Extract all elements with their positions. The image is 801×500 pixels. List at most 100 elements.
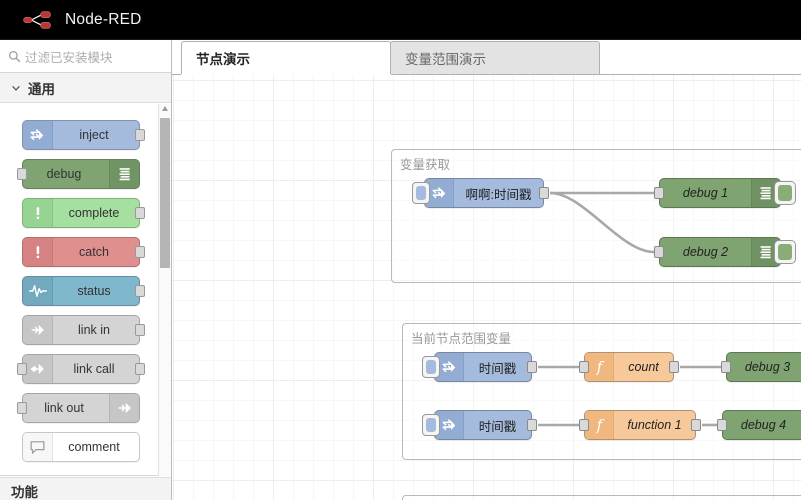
flow-node-inject3[interactable]: 时间戳	[422, 410, 537, 440]
node-output-port[interactable]	[539, 187, 549, 199]
node-output-port[interactable]	[527, 419, 537, 431]
node-output-port[interactable]	[691, 419, 701, 431]
flow-node-label: debug 4	[740, 418, 787, 432]
palette-node-label: link in	[78, 323, 110, 337]
flow-node-debug4[interactable]: debug 4	[717, 410, 801, 440]
flow-node-label: debug 2	[682, 245, 729, 259]
scroll-up-arrow-icon[interactable]	[162, 106, 168, 111]
inject-trigger-button[interactable]	[412, 182, 430, 204]
debug-enable-button[interactable]	[774, 181, 796, 205]
palette-node-label: status	[77, 284, 111, 298]
palette-node-label: inject	[79, 128, 109, 142]
flow-node-func1[interactable]: f function 1	[579, 410, 701, 440]
palette-category-label: 通用	[28, 81, 55, 97]
flow-group-label: 变量获取	[400, 158, 451, 172]
palette-node-catch[interactable]: catch	[22, 237, 145, 267]
palette-sidebar: 过滤已安装模块 通用 inject debug complete catch statu…	[0, 40, 172, 500]
function-f-icon: f	[585, 411, 614, 439]
flow-tab-0[interactable]: 节点演示	[181, 41, 391, 74]
node-red-logo-icon	[23, 10, 51, 29]
chevron-down-icon	[12, 85, 20, 91]
node-output-port[interactable]	[135, 129, 145, 141]
flow-node-label: debug 3	[744, 360, 791, 374]
node-output-port[interactable]	[135, 246, 145, 258]
palette-node-inject[interactable]: inject	[22, 120, 145, 150]
palette-footer-label: 功能	[11, 485, 38, 500]
palette-node-list: inject debug complete catch status link in lin…	[0, 104, 171, 476]
palette-node-label: debug	[46, 167, 82, 181]
flow-node-debug1[interactable]: debug 1	[654, 178, 796, 208]
flow-node-label: 时间戳	[478, 361, 517, 376]
inject-arrow-icon	[23, 121, 53, 149]
palette-scrollbar[interactable]	[158, 104, 171, 476]
node-input-port[interactable]	[721, 361, 731, 373]
node-input-port[interactable]	[654, 246, 664, 258]
app-title: Node-RED	[65, 10, 142, 28]
flow-node-label: 时间戳	[478, 419, 517, 434]
inject-trigger-button[interactable]	[422, 356, 440, 378]
palette-node-link-out[interactable]: link out	[17, 393, 140, 423]
workspace: 节点演示 变量范围演示 变量获取当前节点范围变量流程范围变量 啊啊:时间戳 debug…	[172, 40, 801, 500]
flow-node-label: 啊啊:时间戳	[465, 187, 532, 202]
flow-node-label: debug 1	[682, 186, 729, 200]
alert-bang-icon	[23, 199, 53, 227]
flow-node-debug3[interactable]: debug 3	[721, 352, 801, 382]
debug-enable-button[interactable]	[774, 240, 796, 264]
node-output-port[interactable]	[669, 361, 679, 373]
link-call-icon	[23, 355, 53, 383]
node-input-port[interactable]	[654, 187, 664, 199]
palette-search-placeholder: 过滤已安装模块	[25, 50, 113, 65]
flow-node-inject2[interactable]: 时间戳	[422, 352, 537, 382]
node-input-port[interactable]	[579, 419, 589, 431]
link-out-icon	[109, 394, 139, 422]
svg-text:f: f	[595, 417, 604, 434]
node-input-port[interactable]	[17, 363, 27, 375]
palette-node-label: complete	[68, 206, 120, 220]
flow-node-label: count	[628, 360, 659, 374]
palette-category-general[interactable]: 通用	[0, 73, 171, 103]
flow-node-count[interactable]: f count	[579, 352, 679, 382]
palette-node-status[interactable]: status	[22, 276, 145, 306]
palette-node-label: link call	[73, 362, 115, 376]
node-output-port[interactable]	[135, 207, 145, 219]
debug-lines-icon	[109, 160, 139, 188]
palette-search-box[interactable]: 过滤已安装模块	[0, 40, 171, 73]
alert-bang-icon	[23, 238, 53, 266]
node-input-port[interactable]	[717, 419, 727, 431]
node-output-port[interactable]	[527, 361, 537, 373]
flow-tab-label: 节点演示	[196, 52, 250, 67]
palette-node-link-in[interactable]: link in	[22, 315, 145, 345]
palette-category-function[interactable]: 功能	[0, 477, 171, 500]
node-output-port[interactable]	[135, 285, 145, 297]
node-input-port[interactable]	[579, 361, 589, 373]
palette-node-link-call[interactable]: link call	[17, 354, 145, 384]
node-input-port[interactable]	[17, 168, 27, 180]
function-f-icon: f	[585, 353, 614, 381]
pulse-wave-icon	[23, 277, 53, 305]
search-icon	[9, 50, 21, 62]
palette-node-label: catch	[79, 245, 109, 259]
link-in-icon	[23, 316, 53, 344]
flow-group-label: 当前节点范围变量	[411, 332, 512, 346]
palette-node-comment[interactable]: comment	[22, 432, 140, 462]
palette-node-debug[interactable]: debug	[17, 159, 140, 189]
flow-canvas[interactable]: 变量获取当前节点范围变量流程范围变量 啊啊:时间戳 debug 1 debug 2 时间…	[172, 75, 801, 500]
flow-node-label: function 1	[627, 418, 682, 432]
flow-tabbar: 节点演示 变量范围演示	[172, 40, 801, 75]
palette-node-label: link out	[44, 401, 84, 415]
comment-bubble-icon	[23, 433, 53, 461]
node-output-port[interactable]	[135, 363, 145, 375]
flow-tab-label: 变量范围演示	[405, 52, 486, 67]
scrollbar-thumb[interactable]	[160, 118, 170, 268]
flow-node-inject1[interactable]: 啊啊:时间戳	[412, 178, 549, 208]
app-header: Node-RED	[0, 0, 801, 40]
flow-tab-1[interactable]: 变量范围演示	[390, 41, 600, 74]
flow-group-2[interactable]: 流程范围变量	[402, 495, 801, 500]
svg-text:f: f	[595, 359, 604, 376]
palette-node-complete[interactable]: complete	[22, 198, 145, 228]
node-output-port[interactable]	[135, 324, 145, 336]
flow-node-debug2[interactable]: debug 2	[654, 237, 796, 267]
node-input-port[interactable]	[17, 402, 27, 414]
inject-trigger-button[interactable]	[422, 414, 440, 436]
